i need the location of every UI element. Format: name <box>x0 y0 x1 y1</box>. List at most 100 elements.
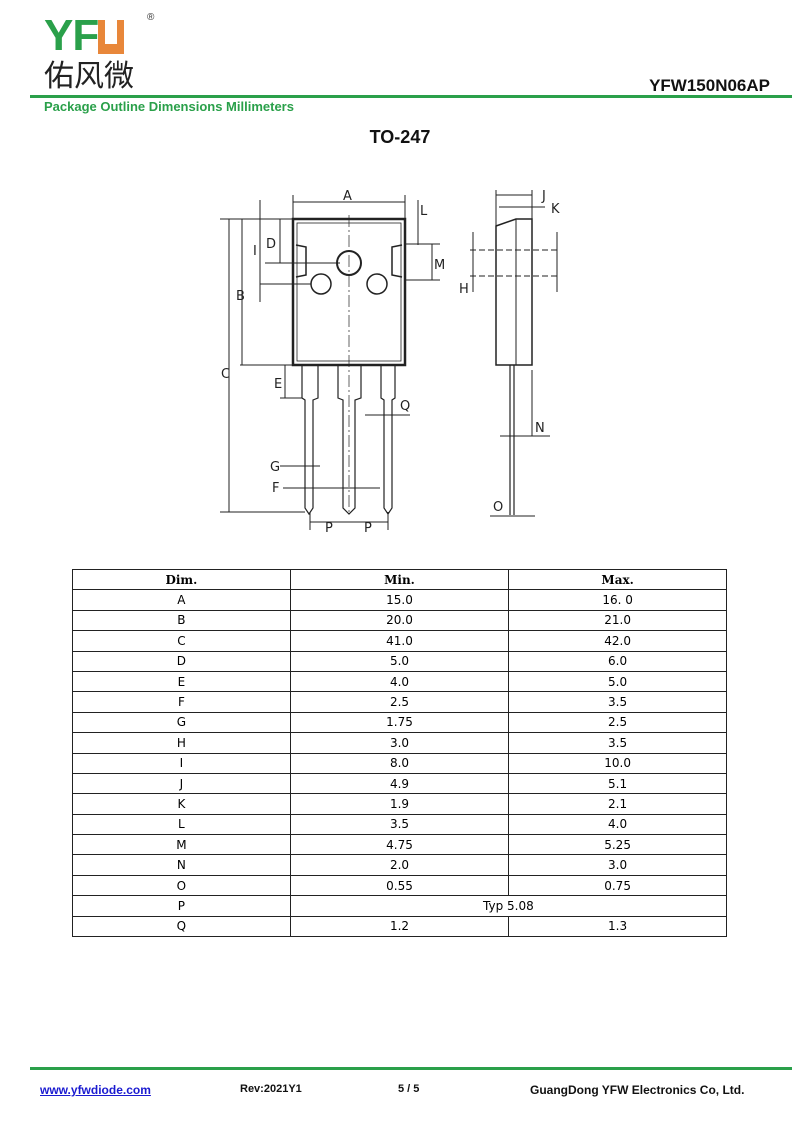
cell-dim: E <box>72 670 291 693</box>
cell-max: 3.5 <box>508 732 727 754</box>
cell-min: 0.55 <box>289 874 510 897</box>
dim-label-l: L <box>420 204 428 219</box>
package-title: TO-247 <box>369 127 431 147</box>
cell-max: 5.25 <box>508 834 727 856</box>
cell-min: 20.0 <box>289 609 510 632</box>
cell-dim: A <box>72 589 291 611</box>
cell-min: 3.0 <box>289 732 510 754</box>
cell-min: 15.0 <box>289 589 510 611</box>
cell-max: 42.0 <box>508 630 727 652</box>
dim-label-n: N <box>535 421 545 436</box>
package-body-side <box>495 218 533 366</box>
dim-label-f: F <box>272 481 279 496</box>
cell-min: 4.0 <box>289 670 510 693</box>
cell-dim: B <box>72 609 291 632</box>
dim-label-a: A <box>343 189 352 204</box>
lead-side <box>509 365 515 515</box>
cell-min: 41.0 <box>289 630 510 652</box>
cell-typical: Typ 5.08 <box>289 895 728 917</box>
part-number: YFW150N06AP <box>649 76 770 95</box>
footer-page-number: 5 / 5 <box>398 1083 420 1095</box>
cell-max: 3.5 <box>508 691 727 713</box>
cell-max: 3.0 <box>508 854 727 876</box>
cell-max: 0.75 <box>508 874 727 897</box>
lead-right <box>380 365 396 516</box>
cell-max: 6.0 <box>508 650 727 672</box>
cell-max: 10.0 <box>508 752 727 774</box>
footer-divider <box>30 1067 792 1070</box>
dim-label-b: B <box>236 289 245 304</box>
lead-left <box>301 365 319 516</box>
footer-company: GuangDong YFW Electronics Co, Ltd. <box>530 1083 745 1097</box>
cell-max: 16. 0 <box>508 589 727 611</box>
cell-min: 3.5 <box>289 813 510 836</box>
cell-dim: K <box>72 793 291 815</box>
section-subtitle: Package Outline Dimensions Millimeters <box>44 99 294 114</box>
dim-label-i: I <box>253 244 257 259</box>
cell-dim: J <box>72 772 291 795</box>
cell-min: 5.0 <box>289 650 510 672</box>
cell-min: 2.0 <box>289 854 510 876</box>
website-link[interactable]: www.yfwdiode.com <box>40 1083 151 1097</box>
header-dim: Dim. <box>72 568 291 591</box>
cell-min: 4.75 <box>289 834 510 856</box>
cell-min: 2.5 <box>289 691 510 713</box>
header-divider <box>30 95 792 98</box>
cell-max: 5.0 <box>508 670 727 693</box>
dim-label-m: M <box>434 258 445 273</box>
cell-min: 8.0 <box>289 752 510 774</box>
cell-dim: P <box>72 895 291 917</box>
dim-label-p-left: P <box>325 521 333 536</box>
dim-label-o: O <box>493 500 503 515</box>
cell-max: 2.5 <box>508 711 727 734</box>
package-outline-drawing: A B C D E F G H I J K L M N O P P Q <box>220 189 560 536</box>
cell-dim: C <box>72 630 291 652</box>
cell-max: 21.0 <box>508 609 727 632</box>
cell-min: 1.75 <box>289 711 510 734</box>
cell-dim: Q <box>72 915 291 938</box>
dim-label-g: G <box>270 460 280 475</box>
cell-min: 1.2 <box>289 915 510 938</box>
header-min: Min. <box>289 568 510 591</box>
cell-max: 2.1 <box>508 793 727 815</box>
dim-label-j: J <box>541 189 546 204</box>
cell-min: 4.9 <box>289 772 510 795</box>
logo-chinese-name: 佑风微 <box>44 60 134 93</box>
lead-middle <box>337 365 362 515</box>
footer-website[interactable]: www.yfwdiode.com <box>40 1083 151 1097</box>
cell-max: 5.1 <box>508 772 727 795</box>
footer-revision: Rev:2021Y1 <box>240 1083 302 1095</box>
company-logo: YF® 佑风微 <box>44 11 155 93</box>
cell-dim: H <box>72 732 291 754</box>
cell-dim: N <box>72 854 291 876</box>
dim-label-e: E <box>274 377 282 392</box>
dim-label-k: K <box>551 202 560 217</box>
cell-min: 1.9 <box>289 793 510 815</box>
cell-dim: F <box>72 691 291 713</box>
cell-max: 4.0 <box>508 813 727 836</box>
cell-dim: D <box>72 650 291 672</box>
dim-label-d: D <box>266 237 276 252</box>
cell-dim: G <box>72 711 291 734</box>
cell-dim: O <box>72 874 291 897</box>
dim-label-p-right: P <box>364 521 372 536</box>
cell-max: 1.3 <box>508 915 727 938</box>
dim-label-c: C <box>221 367 230 382</box>
